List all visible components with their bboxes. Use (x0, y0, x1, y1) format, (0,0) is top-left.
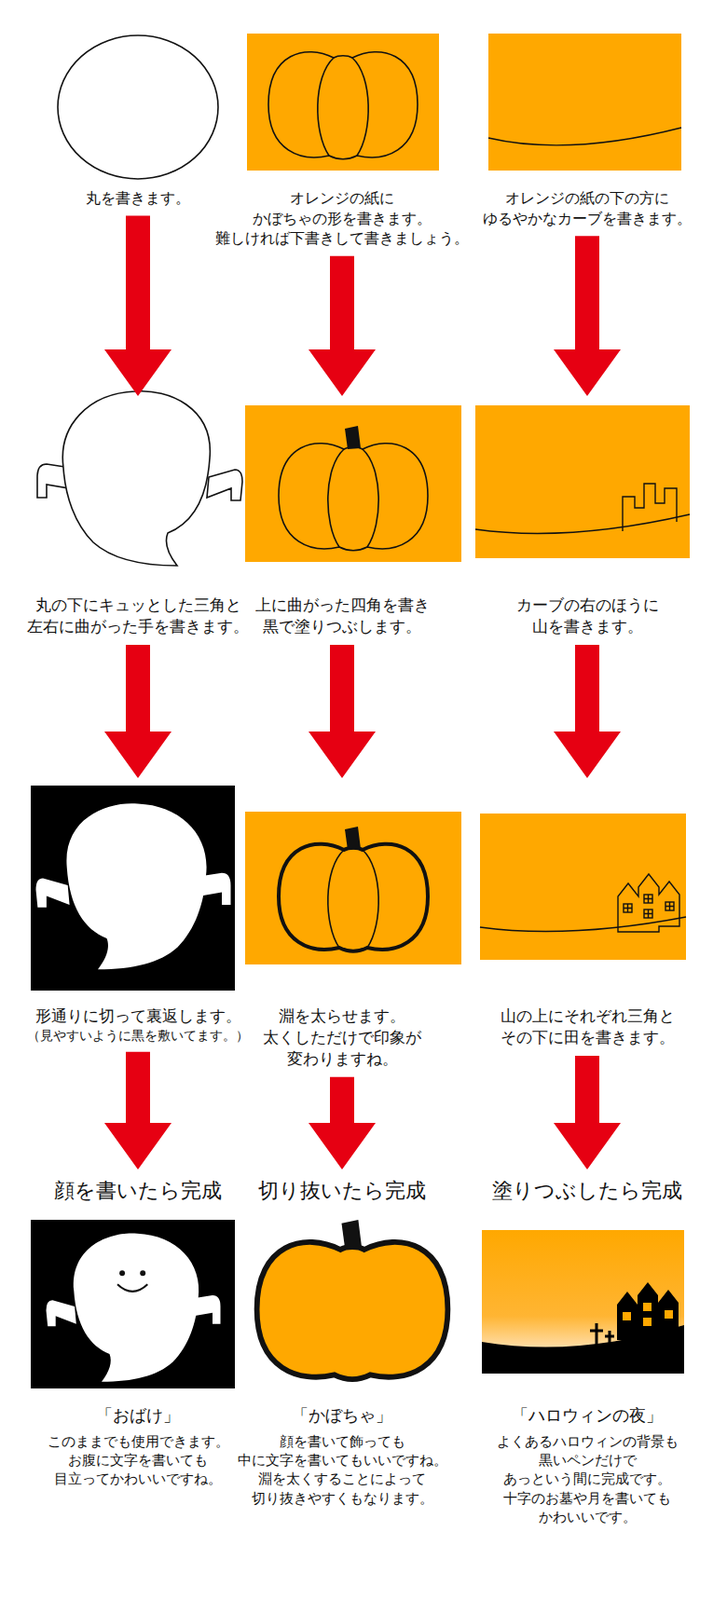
step-caption: 顔を書いて飾っても 中に文字を書いてもいいですね。 淵を太くすることによって 切… (206, 1432, 478, 1509)
step-arrow (553, 235, 621, 397)
step-arrow (308, 1077, 376, 1170)
pumpkin-sketch (278, 425, 428, 551)
houses-silhouette (617, 1282, 679, 1341)
halloween-sky (481, 1230, 685, 1374)
result-title: 「ハロウィンの夜」 (470, 1404, 704, 1427)
picture-space (470, 403, 704, 595)
step-heading: 顔を書いたら完成 (17, 1177, 259, 1206)
step-panel: オレンジの紙に かぼちゃの形を書きます。 難しければ下書きして書きましょう。 (206, 33, 478, 249)
orange-paper (488, 33, 682, 171)
step-caption: 山の上にそれぞれ三角と その下に田を書きます。 (470, 1005, 704, 1049)
step-panel: 顔を書いたら完成「おばけ」このままでも使用できます。 お腹に文字を書いても 目立… (17, 1177, 259, 1490)
step-caption: カーブの右のほうに 山を書きます。 (470, 594, 704, 638)
ghost-sketch (37, 391, 243, 566)
ground-curve (480, 917, 686, 933)
ghost-finished (45, 1234, 220, 1383)
picture-space (470, 1205, 704, 1405)
step-panel: 山の上にそれぞれ三角と その下に田を書きます。 (470, 785, 704, 1049)
step-panel: 上に曲がった四角を書き 黒で塗りつぶします。 (206, 403, 478, 638)
orange-paper (475, 405, 690, 559)
step-arrow (104, 1052, 172, 1170)
picture-space (206, 33, 478, 189)
step-caption: よくあるハロウィンの背景も 黒いペンだけで あっという間に完成です。 十字のお墓… (470, 1432, 704, 1527)
castle-sketch (622, 483, 677, 532)
step-caption: 淵を太らせます。 太くしただけで印象が 変わりますね。 (206, 1005, 478, 1070)
step-arrow (553, 644, 621, 779)
step-panel: 塗りつぶしたら完成「ハロウィンの夜」よくあるハロウィンの背景も 黒いペンだけで … (470, 1177, 704, 1527)
step-heading: 塗りつぶしたら完成 (470, 1177, 704, 1206)
step-caption: オレンジの紙に かぼちゃの形を書きます。 難しければ下書きして書きましょう。 (206, 188, 478, 249)
step-panel: 丸の下にキュッとした三角と 左右に曲がった手を書きます。 (17, 403, 259, 638)
step-caption: 丸の下にキュッとした三角と 左右に曲がった手を書きます。 (17, 594, 259, 638)
pumpkin-cutout (257, 1220, 449, 1380)
grave-cross (589, 1323, 615, 1348)
step-panel: 淵を太らせます。 太くしただけで印象が 変わりますね。 (206, 785, 478, 1070)
pumpkin-bold (278, 826, 428, 952)
orange-paper (480, 813, 686, 961)
ghost-cutout (35, 803, 231, 970)
houses-sketch (617, 874, 680, 933)
step-panel: 丸を書きます。 (17, 33, 259, 209)
step-heading: 切り抜いたら完成 (206, 1177, 478, 1206)
step-caption: 上に曲がった四角を書き 黒で塗りつぶします。 (206, 594, 478, 638)
black-ground (30, 1220, 235, 1389)
step-panel: 切り抜いたら完成「かぼちゃ」顔を書いて飾っても 中に文字を書いてもいいですね。 … (206, 1177, 478, 1509)
step-panel: オレンジの紙の下の方に ゆるやかなカーブを書きます。 (470, 33, 704, 229)
circle-sketch (57, 35, 219, 179)
orange-paper (246, 33, 439, 171)
black-ground (30, 785, 235, 991)
step-caption: 形通りに切って裏返します。 (17, 1005, 259, 1028)
ground-curve (488, 127, 682, 146)
picture-space (206, 403, 478, 595)
picture-space (206, 1205, 478, 1405)
step-arrow (308, 256, 376, 397)
picture-space (17, 1205, 259, 1405)
result-title: 「おばけ」 (17, 1404, 259, 1427)
step-caption: オレンジの紙の下の方に ゆるやかなカーブを書きます。 (470, 188, 704, 229)
picture-space (206, 785, 478, 1006)
pumpkin-sketch (268, 52, 418, 160)
result-title: 「かぼちゃ」 (206, 1404, 478, 1427)
picture-space (470, 785, 704, 1006)
step-arrow (104, 644, 172, 779)
step-caption: このままでも使用できます。 お腹に文字を書いても 目立ってかわいいですね。 (17, 1432, 259, 1490)
step-panel: カーブの右のほうに 山を書きます。 (470, 403, 704, 638)
picture-space (17, 33, 259, 189)
step-caption: （見やすいように黒を敷いてます。） (17, 1027, 259, 1045)
step-caption: 丸を書きます。 (17, 188, 259, 209)
picture-space (470, 33, 704, 189)
picture-space (17, 785, 259, 1006)
step-panel: 形通りに切って裏返します。（見やすいように黒を敷いてます。） (17, 785, 259, 1045)
ground-curve (475, 514, 690, 534)
step-arrow (553, 1056, 621, 1170)
step-arrow (308, 644, 376, 779)
orange-paper (245, 811, 462, 965)
step-arrow (104, 216, 172, 397)
picture-space (17, 403, 259, 595)
orange-paper (245, 405, 462, 563)
